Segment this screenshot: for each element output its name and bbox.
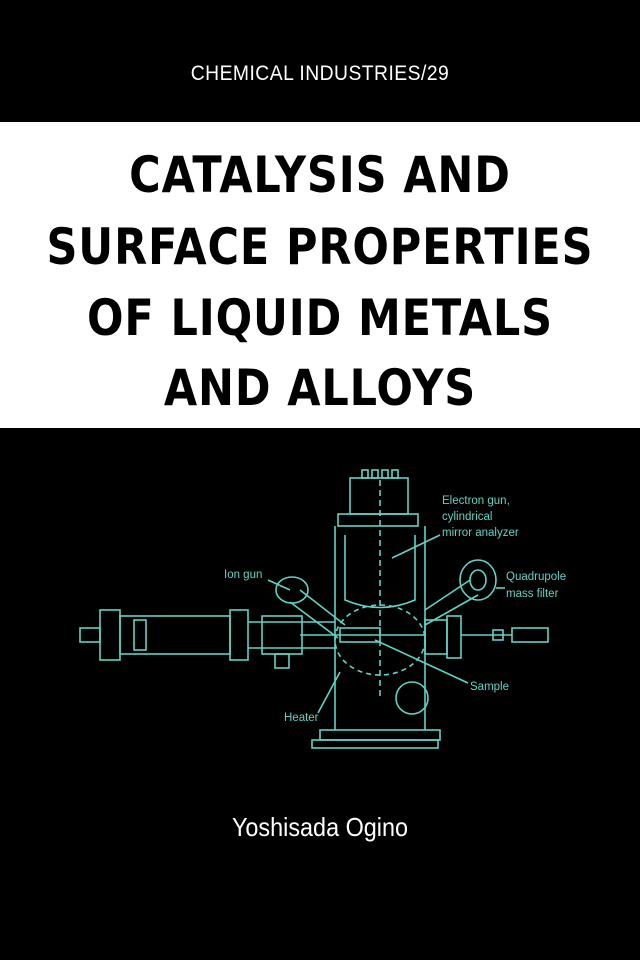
right-flange [424, 619, 448, 655]
title-line-4: AND ALLOYS [163, 359, 477, 417]
manipulator-collar [99, 609, 121, 661]
base-flange [319, 729, 441, 741]
top-pin [381, 469, 389, 479]
lower-port [395, 681, 429, 715]
leader-heater [317, 671, 341, 714]
callout-electron-gun-1: Electron gun, [442, 495, 510, 507]
right-knob-stop [492, 629, 504, 641]
base-plate [311, 739, 439, 749]
leader-sample [374, 639, 469, 684]
manipulator-knob [79, 627, 101, 643]
top-flange [337, 513, 419, 527]
sample-holder [339, 627, 381, 643]
callout-heater: Heater [284, 712, 319, 724]
callout-quadrupole-2: mass filter [506, 588, 559, 600]
callout-ion-gun: Ion gun [224, 569, 262, 581]
title-band: CATALYSIS AND SURFACE PROPERTIES OF LIQU… [0, 122, 640, 428]
callout-quadrupole-1: Quadrupole [506, 571, 566, 583]
quadrupole-head [459, 559, 497, 601]
electron-gun-housing [349, 477, 409, 515]
callout-electron-gun-2: cylindrical [442, 511, 493, 523]
quadrupole-inner [469, 569, 487, 591]
author-name: Yoshisada Ogino [231, 812, 409, 842]
leader-ion-gun [267, 579, 291, 591]
right-knob [511, 627, 549, 643]
leader-electron-gun [391, 534, 441, 559]
manipulator-clamp [133, 619, 147, 651]
heater-feed [274, 653, 290, 669]
manipulator-flange [229, 609, 249, 661]
top-pin [391, 469, 399, 479]
ion-gun-tube [289, 589, 346, 639]
series-label: CHEMICAL INDUSTRIES/29 [190, 62, 450, 85]
top-pin [361, 469, 369, 479]
callout-electron-gun-3: mirror analyzer [442, 527, 519, 539]
top-pin [371, 469, 379, 479]
callout-sample: Sample [470, 681, 509, 693]
title-line-3: OF LIQUID METALS [86, 289, 553, 347]
apparatus-diagram: Electron gun, cylindrical mirror analyze… [79, 469, 566, 749]
title-line-1: CATALYSIS AND [129, 146, 511, 204]
cylindrical-mirror-analyzer [344, 535, 416, 609]
title-line-2: SURFACE PROPERTIES [46, 218, 594, 276]
right-flange-outer [446, 615, 462, 659]
quadrupole-tube [424, 579, 479, 626]
ion-gun-head [275, 576, 309, 604]
manipulator-bellows [119, 615, 231, 655]
apparatus-drawing [79, 469, 549, 749]
